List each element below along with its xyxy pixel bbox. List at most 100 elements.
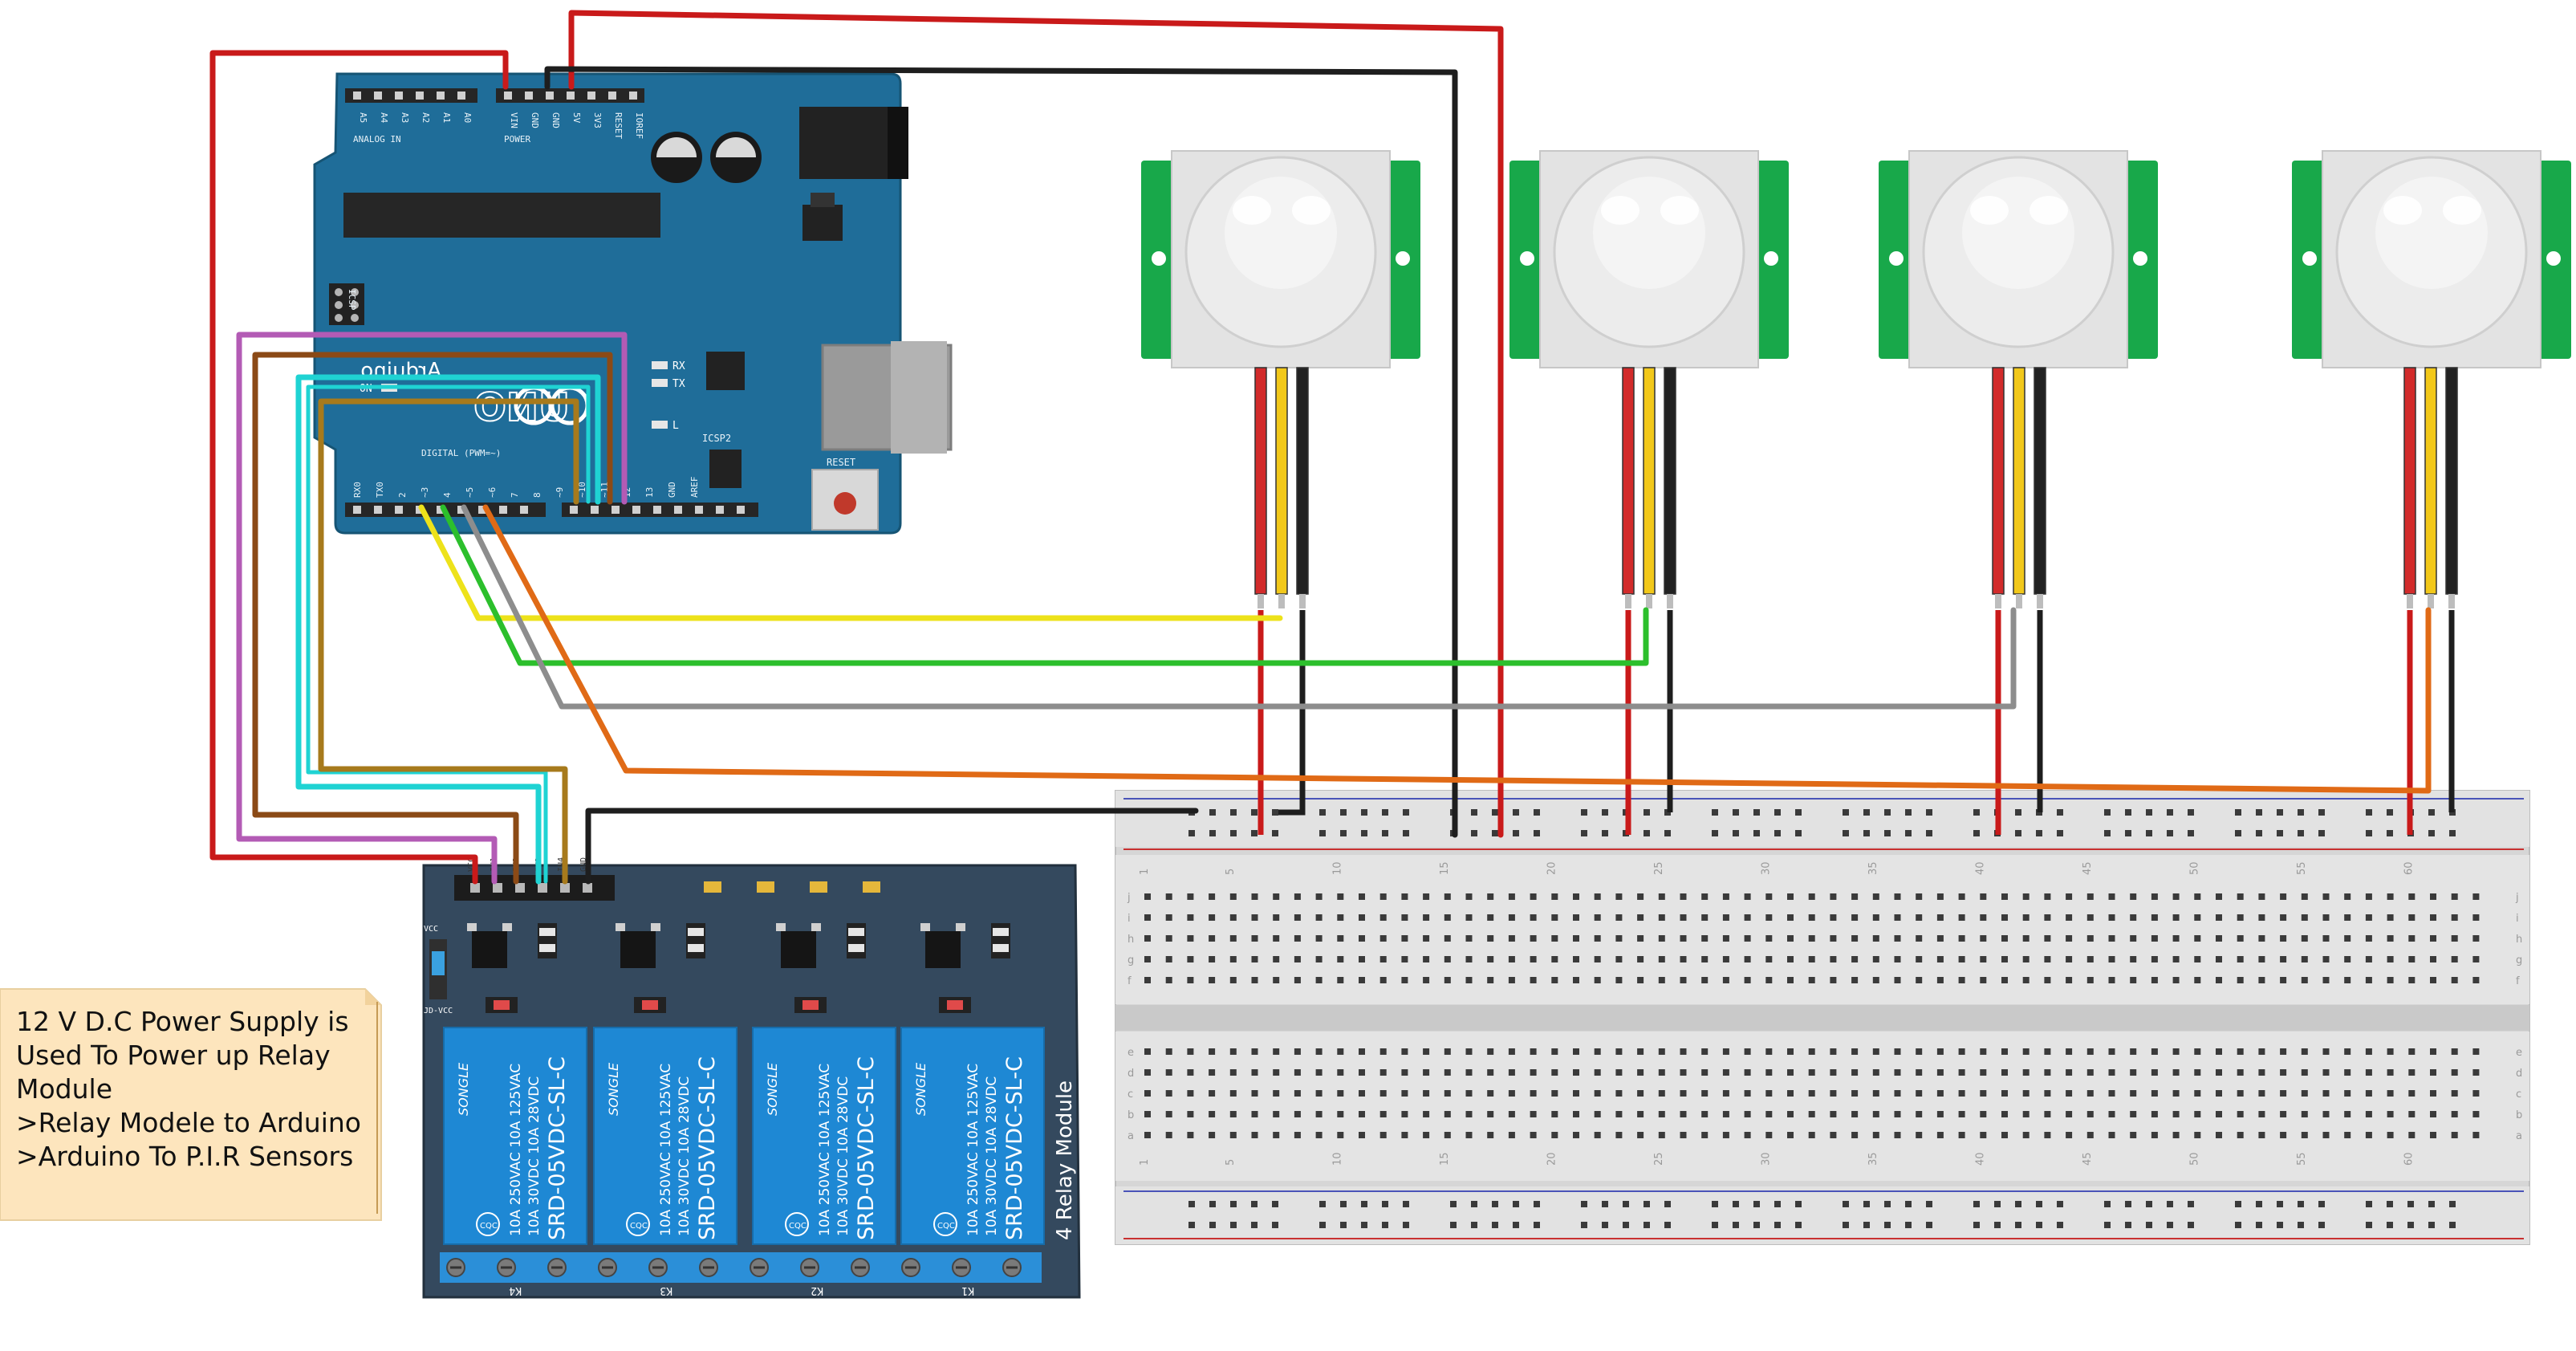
dc-jack	[799, 107, 888, 179]
digital-pin-label: RX0	[352, 482, 363, 498]
wire-5v-red	[568, 10, 1504, 838]
power-pin-label: 5V	[571, 112, 582, 124]
analog-pin-label: A1	[441, 112, 452, 123]
relay-model: SRD-05VDC-SL-C	[1002, 1056, 1027, 1240]
note-line-1: 12 V D.C Power Supply is	[16, 1006, 349, 1037]
row-letter: i	[2516, 913, 2519, 925]
analog-pin-label: A2	[421, 112, 431, 123]
power-label: POWER	[504, 134, 530, 144]
column-number: 40	[1974, 1152, 1986, 1166]
column-number: 30	[1760, 861, 1772, 875]
relay-module-title: 4 Relay Module	[1053, 1080, 1077, 1240]
pir-leads	[1995, 610, 2043, 835]
relay-mark: CQC	[630, 1222, 648, 1231]
column-number: 50	[2188, 861, 2200, 875]
column-number: 35	[1867, 861, 1879, 875]
row-letter: f	[1128, 975, 1132, 987]
breadboard-column-numbers: 1155101015152020252530303535404045455050…	[1139, 861, 2415, 1166]
usb-chip	[706, 352, 745, 390]
analog-pin-label: A3	[400, 112, 410, 123]
voltage-regulator	[802, 205, 843, 241]
wire-d4-green	[440, 504, 1649, 666]
digital-pin-label: 2	[397, 492, 408, 498]
atmega-chip	[343, 193, 660, 238]
wire-in3-cyan-2	[306, 385, 591, 884]
power-pin-label: GND	[551, 112, 561, 128]
jumper-jdvcc-label: JD-VCC	[424, 1007, 453, 1015]
column-number: 60	[2403, 861, 2415, 875]
power-pin-label: RESET	[613, 112, 624, 139]
power-pin-label: IOREF	[634, 112, 644, 139]
relay-model: SRD-05VDC-SL-C	[695, 1056, 720, 1240]
column-number: 25	[1653, 1152, 1665, 1166]
relay-header-pin-label: VCC	[467, 857, 476, 872]
relay-brand: SONGLE	[456, 1062, 471, 1116]
row-letter: h	[1128, 934, 1134, 946]
digital-pin-label: ~9	[555, 487, 565, 498]
wire-in4-olive	[318, 398, 579, 885]
relay-rating-2: 10A 30VDC 10A 28VDC	[835, 1076, 851, 1236]
optocoupler	[616, 923, 705, 1013]
relay-header-pin-label: GND	[579, 857, 588, 872]
column-number: 45	[2082, 861, 2094, 875]
pir-sensor	[1879, 150, 2158, 835]
column-number: 45	[2082, 1152, 2094, 1166]
reset-label: RESET	[827, 457, 855, 468]
relay-brand: SONGLE	[765, 1062, 780, 1116]
analog-pin-label: A4	[379, 112, 389, 124]
row-letter: b	[1128, 1109, 1134, 1121]
wire-in1-purple	[236, 332, 628, 885]
note-line-5: >Arduino To P.I.R Sensors	[16, 1141, 353, 1172]
row-letter: g	[1128, 954, 1134, 966]
relay-rating-2: 10A 30VDC 10A 28VDC	[984, 1076, 1000, 1236]
relay-brand: SONGLE	[606, 1062, 621, 1116]
wire-in3-cyan	[295, 374, 601, 885]
l-led	[652, 421, 668, 429]
relay-rating-1: 10A 250VAC 10A 125VAC	[817, 1064, 833, 1236]
digital-pin-label: 4	[442, 492, 453, 498]
column-number: 60	[2403, 1152, 2415, 1166]
jumper-vcc-label: VCC	[424, 925, 438, 934]
arduino-pcb	[313, 72, 902, 535]
row-letter: h	[2516, 934, 2522, 946]
column-number: 55	[2296, 861, 2308, 875]
wire-in2-brown	[252, 352, 613, 885]
terminal-strip	[440, 1252, 1042, 1283]
relay-header-pin-label: IN4	[557, 857, 566, 872]
row-letter: c	[2516, 1089, 2521, 1101]
digital-pin-label: ~5	[465, 487, 475, 498]
power-pin-label: 3V3	[592, 112, 603, 128]
row-letter: j	[1127, 892, 1131, 904]
row-letter: a	[1128, 1130, 1134, 1142]
breadboard-holes	[1144, 809, 2480, 1228]
note-box: 12 V D.C Power Supply is Used To Power u…	[0, 988, 382, 1221]
relay-mark: CQC	[480, 1222, 498, 1231]
row-letter: e	[1128, 1047, 1134, 1059]
breadboard: 1155101015152020252530303535404045455050…	[1115, 790, 2530, 1245]
power-pin-label: VIN	[509, 112, 519, 128]
status-led	[947, 1000, 963, 1010]
wire-gnd-black	[544, 66, 1458, 838]
relay-mark: CQC	[937, 1222, 955, 1231]
digital-pin-label: AREF	[689, 477, 700, 498]
digital-pin-label: 7	[510, 492, 520, 498]
column-number: 15	[1439, 1152, 1451, 1166]
icsp2-label: ICSP2	[702, 433, 731, 444]
row-letter: b	[2516, 1109, 2522, 1121]
pir-leads	[1625, 610, 1673, 835]
wires	[209, 10, 2432, 885]
row-letter: d	[2516, 1068, 2522, 1080]
digital-pin-label: TX0	[375, 482, 385, 498]
pir-sensor-group	[1141, 150, 2571, 835]
column-number: 20	[1546, 1152, 1558, 1166]
column-number: 25	[1653, 861, 1665, 875]
pir-sensor	[1509, 150, 1789, 835]
relay-terminal-label: K1	[961, 1284, 974, 1296]
